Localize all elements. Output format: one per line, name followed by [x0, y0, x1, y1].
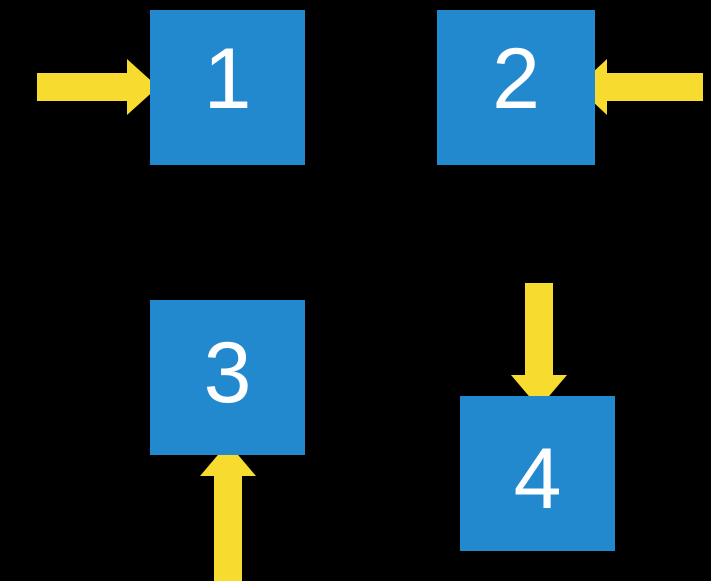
arrow-into-node-1 — [37, 59, 158, 115]
node-4[interactable]: 4 — [460, 396, 615, 551]
node-label: 4 — [513, 431, 562, 527]
node-2[interactable]: 2 — [437, 10, 595, 165]
node-1[interactable]: 1 — [150, 10, 305, 165]
arrow-up-icon — [200, 443, 256, 581]
arrow-into-node-4 — [511, 283, 567, 408]
node-label: 1 — [203, 31, 252, 127]
node-label: 3 — [203, 325, 252, 421]
arrow-into-node-3 — [200, 443, 256, 581]
arrow-into-node-2 — [577, 59, 703, 115]
arrow-right-icon — [37, 59, 158, 115]
arrow-left-icon — [577, 59, 703, 115]
node-3[interactable]: 3 — [150, 300, 305, 455]
node-label: 2 — [492, 31, 540, 127]
arrow-down-icon — [511, 283, 567, 408]
